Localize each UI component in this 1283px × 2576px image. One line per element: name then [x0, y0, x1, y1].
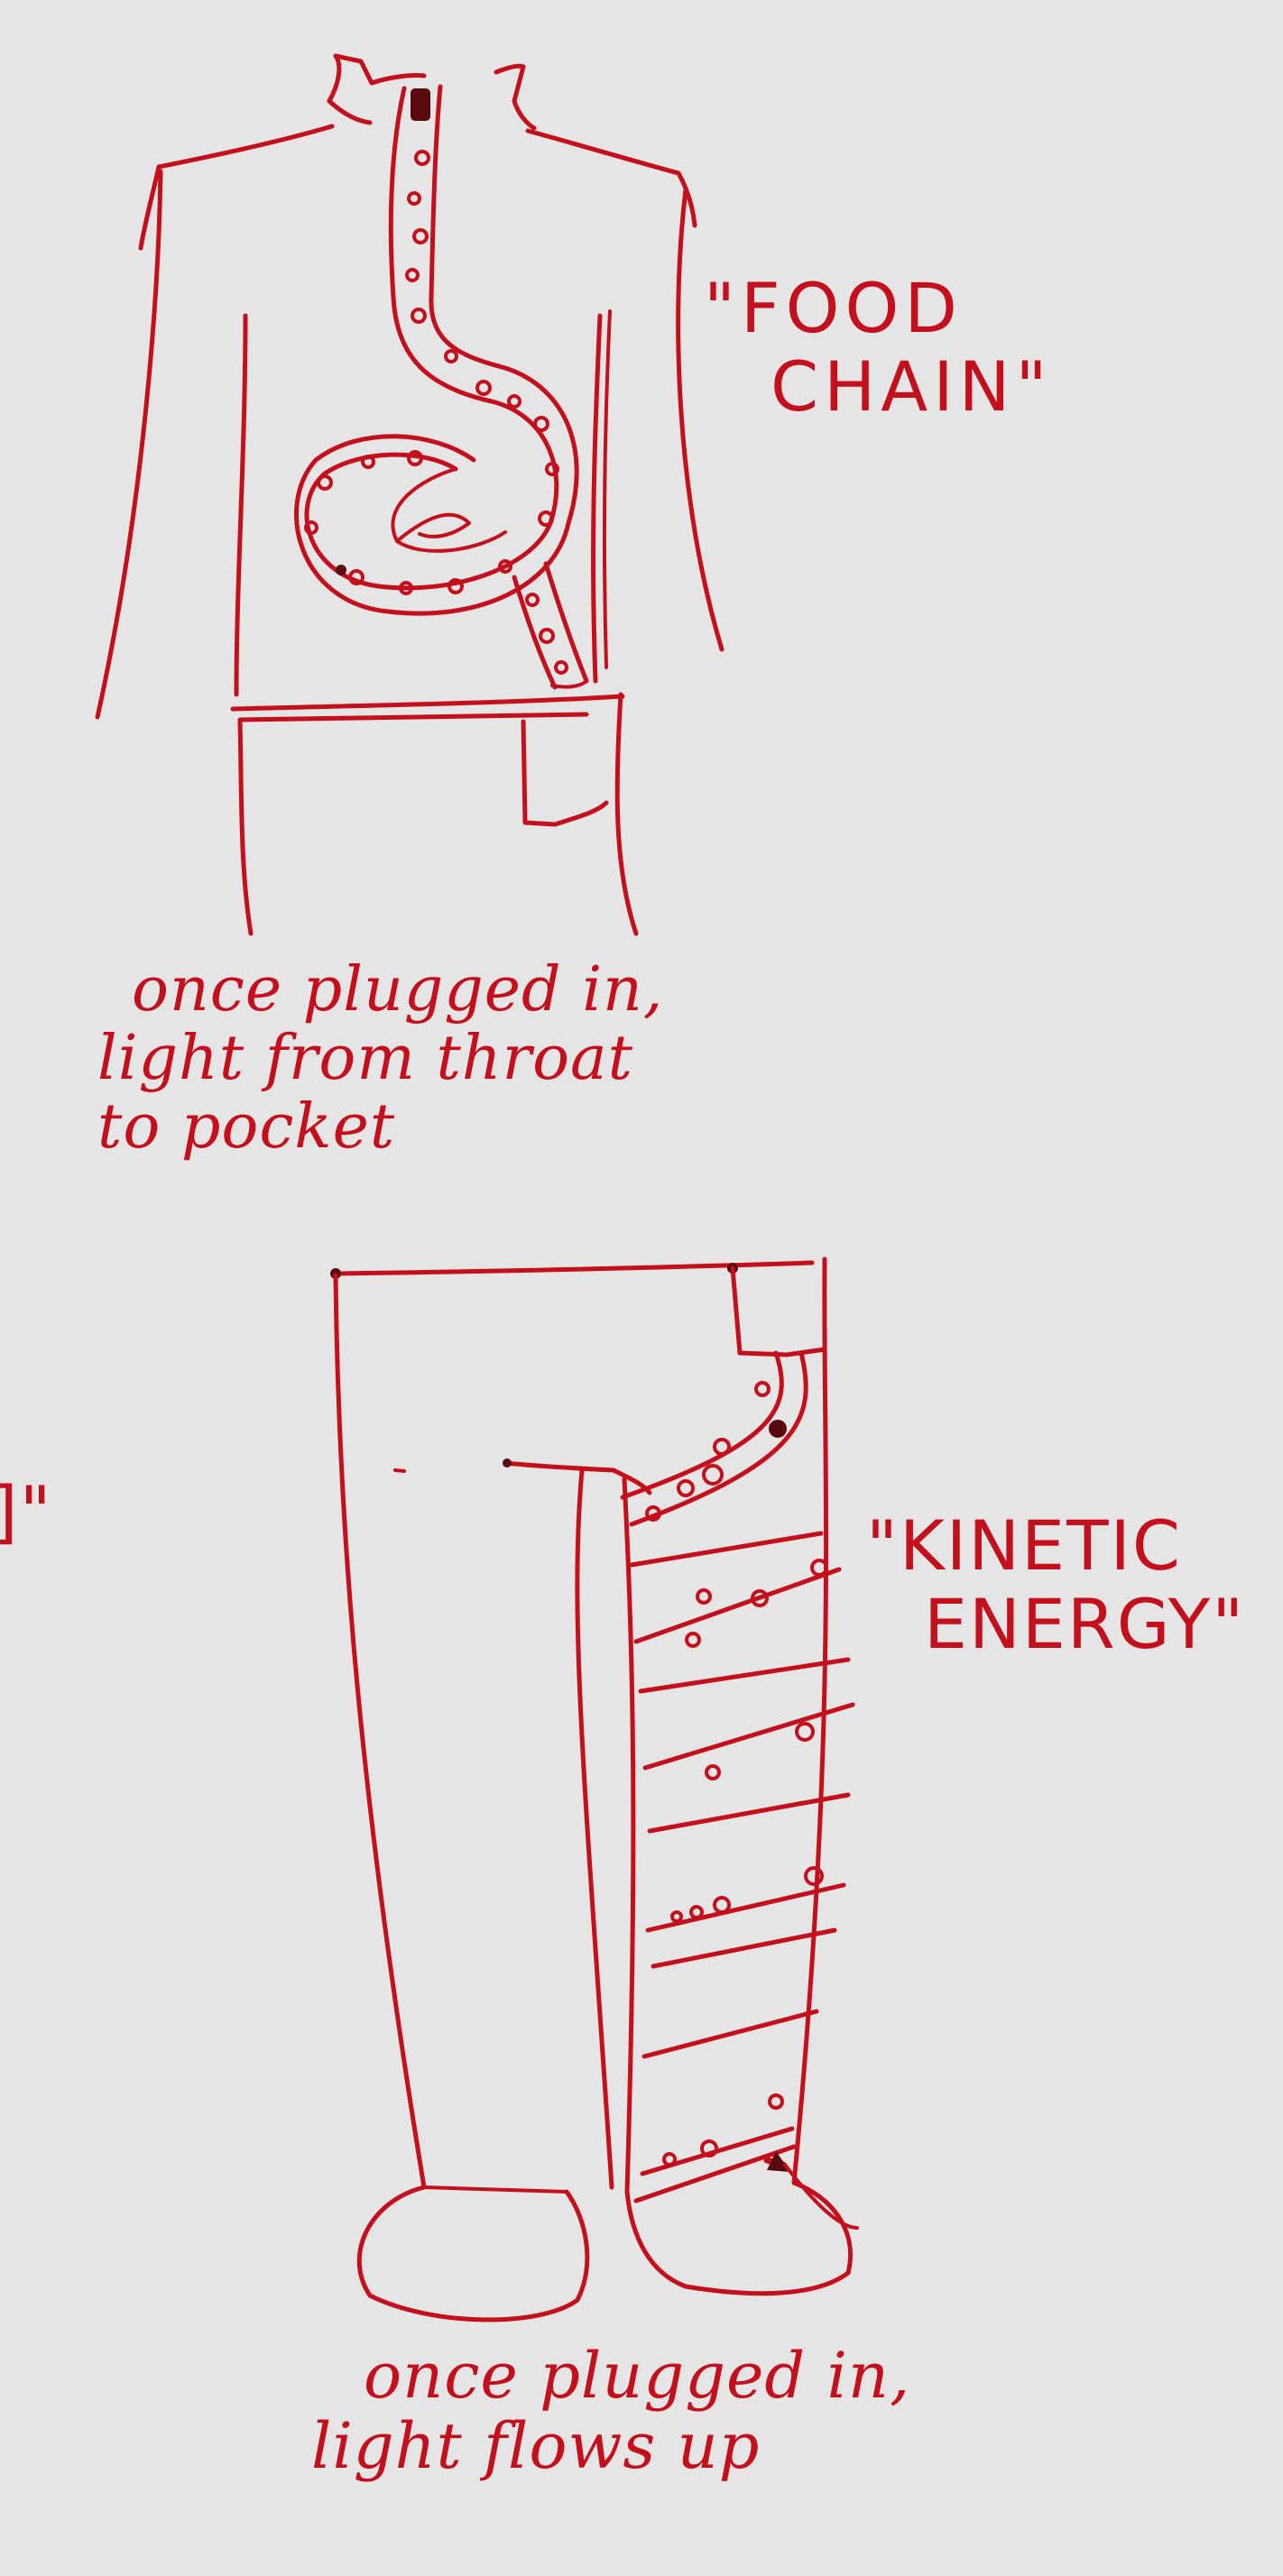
top-caption-line3: to pocket	[97, 1091, 395, 1163]
food-chain-label-line1: "FOOD	[704, 268, 963, 348]
bottom-caption: once plugged in, light flows up	[311, 2341, 910, 2482]
bottom-caption-line1: once plugged in,	[311, 2339, 910, 2413]
top-caption-line1: once plugged in,	[97, 954, 663, 1026]
edge-fragment-text: ]"	[0, 1471, 53, 1551]
top-caption-line2: light from throat	[97, 1023, 633, 1094]
food-chain-label: "FOOD CHAIN"	[704, 269, 1052, 427]
kinetic-energy-label-line2: ENERGY"	[866, 1584, 1245, 1664]
edge-fragment: ]"	[0, 1472, 53, 1550]
top-caption: once plugged in, light from throat to po…	[97, 956, 663, 1162]
kinetic-energy-label-line1: "KINETIC	[866, 1505, 1182, 1586]
bottom-caption-line2: light flows up	[311, 2409, 760, 2483]
kinetic-energy-label: "KINETIC ENERGY"	[866, 1506, 1245, 1664]
digestive-tract	[296, 87, 586, 687]
food-chain-label-line2: CHAIN"	[704, 346, 1052, 427]
